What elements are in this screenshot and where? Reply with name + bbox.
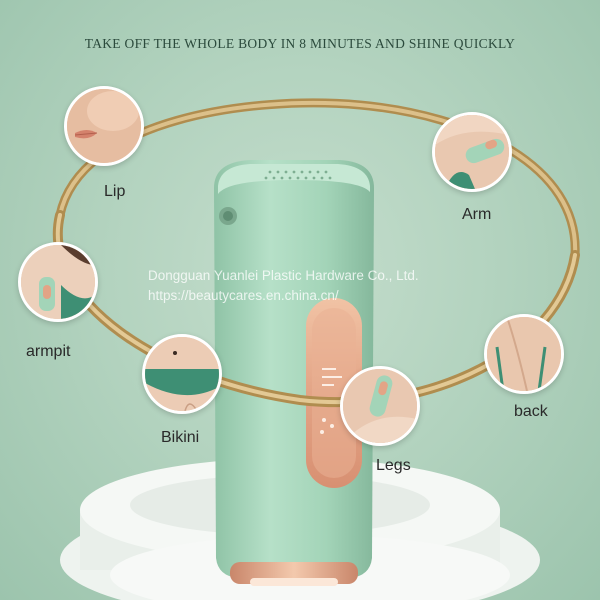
watermark-url: https://beautycares.en.china.cn/ bbox=[148, 288, 339, 303]
back-photo bbox=[484, 314, 564, 394]
hair-removal-device bbox=[214, 160, 374, 586]
arm-photo bbox=[432, 112, 512, 192]
watermark-company: Dongguan Yuanlei Plastic Hardware Co., L… bbox=[148, 268, 419, 283]
armpit-photo bbox=[18, 242, 98, 322]
legs-photo bbox=[340, 366, 420, 446]
back-label: back bbox=[514, 403, 548, 420]
lip-label: Lip bbox=[104, 183, 126, 200]
bikini-photo bbox=[142, 334, 222, 414]
arm-label: Arm bbox=[462, 206, 492, 223]
bikini-label: Bikini bbox=[161, 429, 200, 446]
armpit-label: armpit bbox=[26, 343, 71, 360]
legs-label: Legs bbox=[376, 457, 411, 474]
lip-photo bbox=[64, 86, 144, 166]
headline: TAKE OFF THE WHOLE BODY IN 8 MINUTES AND… bbox=[84, 36, 516, 51]
